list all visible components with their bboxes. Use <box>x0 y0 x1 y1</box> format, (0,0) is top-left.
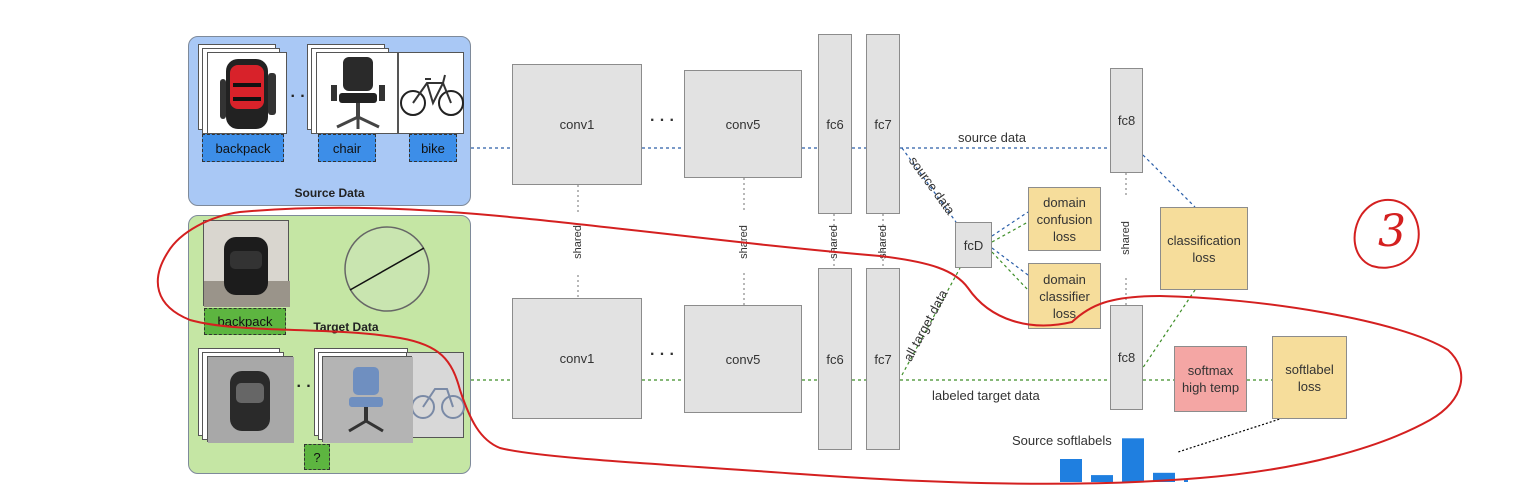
source-dots: · · · <box>650 112 675 129</box>
target-backpack-image <box>203 220 290 307</box>
source-conv1-layer: conv1 <box>512 64 642 185</box>
softlabel-bar <box>1060 459 1082 482</box>
target-chair-image <box>322 356 413 443</box>
domain-confusion-loss: domain confusion loss <box>1028 187 1101 251</box>
chair-picture <box>331 57 385 129</box>
target-fc8-layer: fc8 <box>1110 305 1143 410</box>
softmax-high-temp: softmax high temp <box>1174 346 1247 412</box>
source-fc7-layer: fc7 <box>866 34 900 214</box>
backpack-picture <box>220 59 276 129</box>
target-backpack-picture <box>204 237 290 307</box>
backpack-image <box>207 52 287 134</box>
target-fc7-layer: fc7 <box>866 268 900 450</box>
source-panel-title: Source Data <box>294 186 365 200</box>
softlabel-bar <box>1153 472 1175 482</box>
source-label-backpack: backpack <box>202 134 284 162</box>
chair-image <box>316 52 398 134</box>
unavailable-icon <box>344 226 430 312</box>
source-ellipsis: · · <box>290 88 306 105</box>
target-conv1-layer: conv1 <box>512 298 642 419</box>
source-label-bike: bike <box>409 134 457 162</box>
classification-loss: classification loss <box>1160 207 1248 290</box>
softlabel-bar <box>1122 438 1144 482</box>
source-fc6-layer: fc6 <box>818 34 852 214</box>
target-bike-image <box>406 352 465 438</box>
shared-label-fc6: shared <box>828 225 840 259</box>
target-conv5-layer: conv5 <box>684 305 802 413</box>
shared-label-conv5: shared <box>738 212 750 272</box>
target-dots: · · · <box>650 346 675 363</box>
target-label-backpack: backpack <box>204 308 286 335</box>
bike-picture <box>400 74 464 116</box>
source-fc8-layer: fc8 <box>1110 68 1143 173</box>
source-label-chair: chair <box>318 134 376 162</box>
domain-classifier-loss: domain classifier loss <box>1028 263 1101 329</box>
source-conv5-layer: conv5 <box>684 70 802 178</box>
edge-label-source-data: source data <box>958 130 1026 145</box>
target-fc6-layer: fc6 <box>818 268 852 450</box>
softlabel-loss: softlabel loss <box>1272 336 1347 419</box>
softlabel-bar <box>1184 479 1188 482</box>
shared-label-fc8: shared <box>1120 198 1132 278</box>
shared-label-conv1: shared <box>572 212 584 272</box>
softlabels-chart <box>1060 438 1188 482</box>
target-label-unknown: ? <box>304 444 330 470</box>
bike-image <box>398 52 464 134</box>
softlabel-bar <box>1091 475 1113 482</box>
edge-label-labeled-target-data: labeled target data <box>932 388 1040 403</box>
fcD-layer: fcD <box>955 222 992 268</box>
annotation-three-mark: 3 <box>1378 206 1406 257</box>
target-ellipsis: · · <box>296 378 312 395</box>
target-unlabeled-backpack-image <box>207 356 294 443</box>
shared-label-fc7: shared <box>877 225 889 259</box>
target-panel-title: Target Data <box>313 320 379 334</box>
